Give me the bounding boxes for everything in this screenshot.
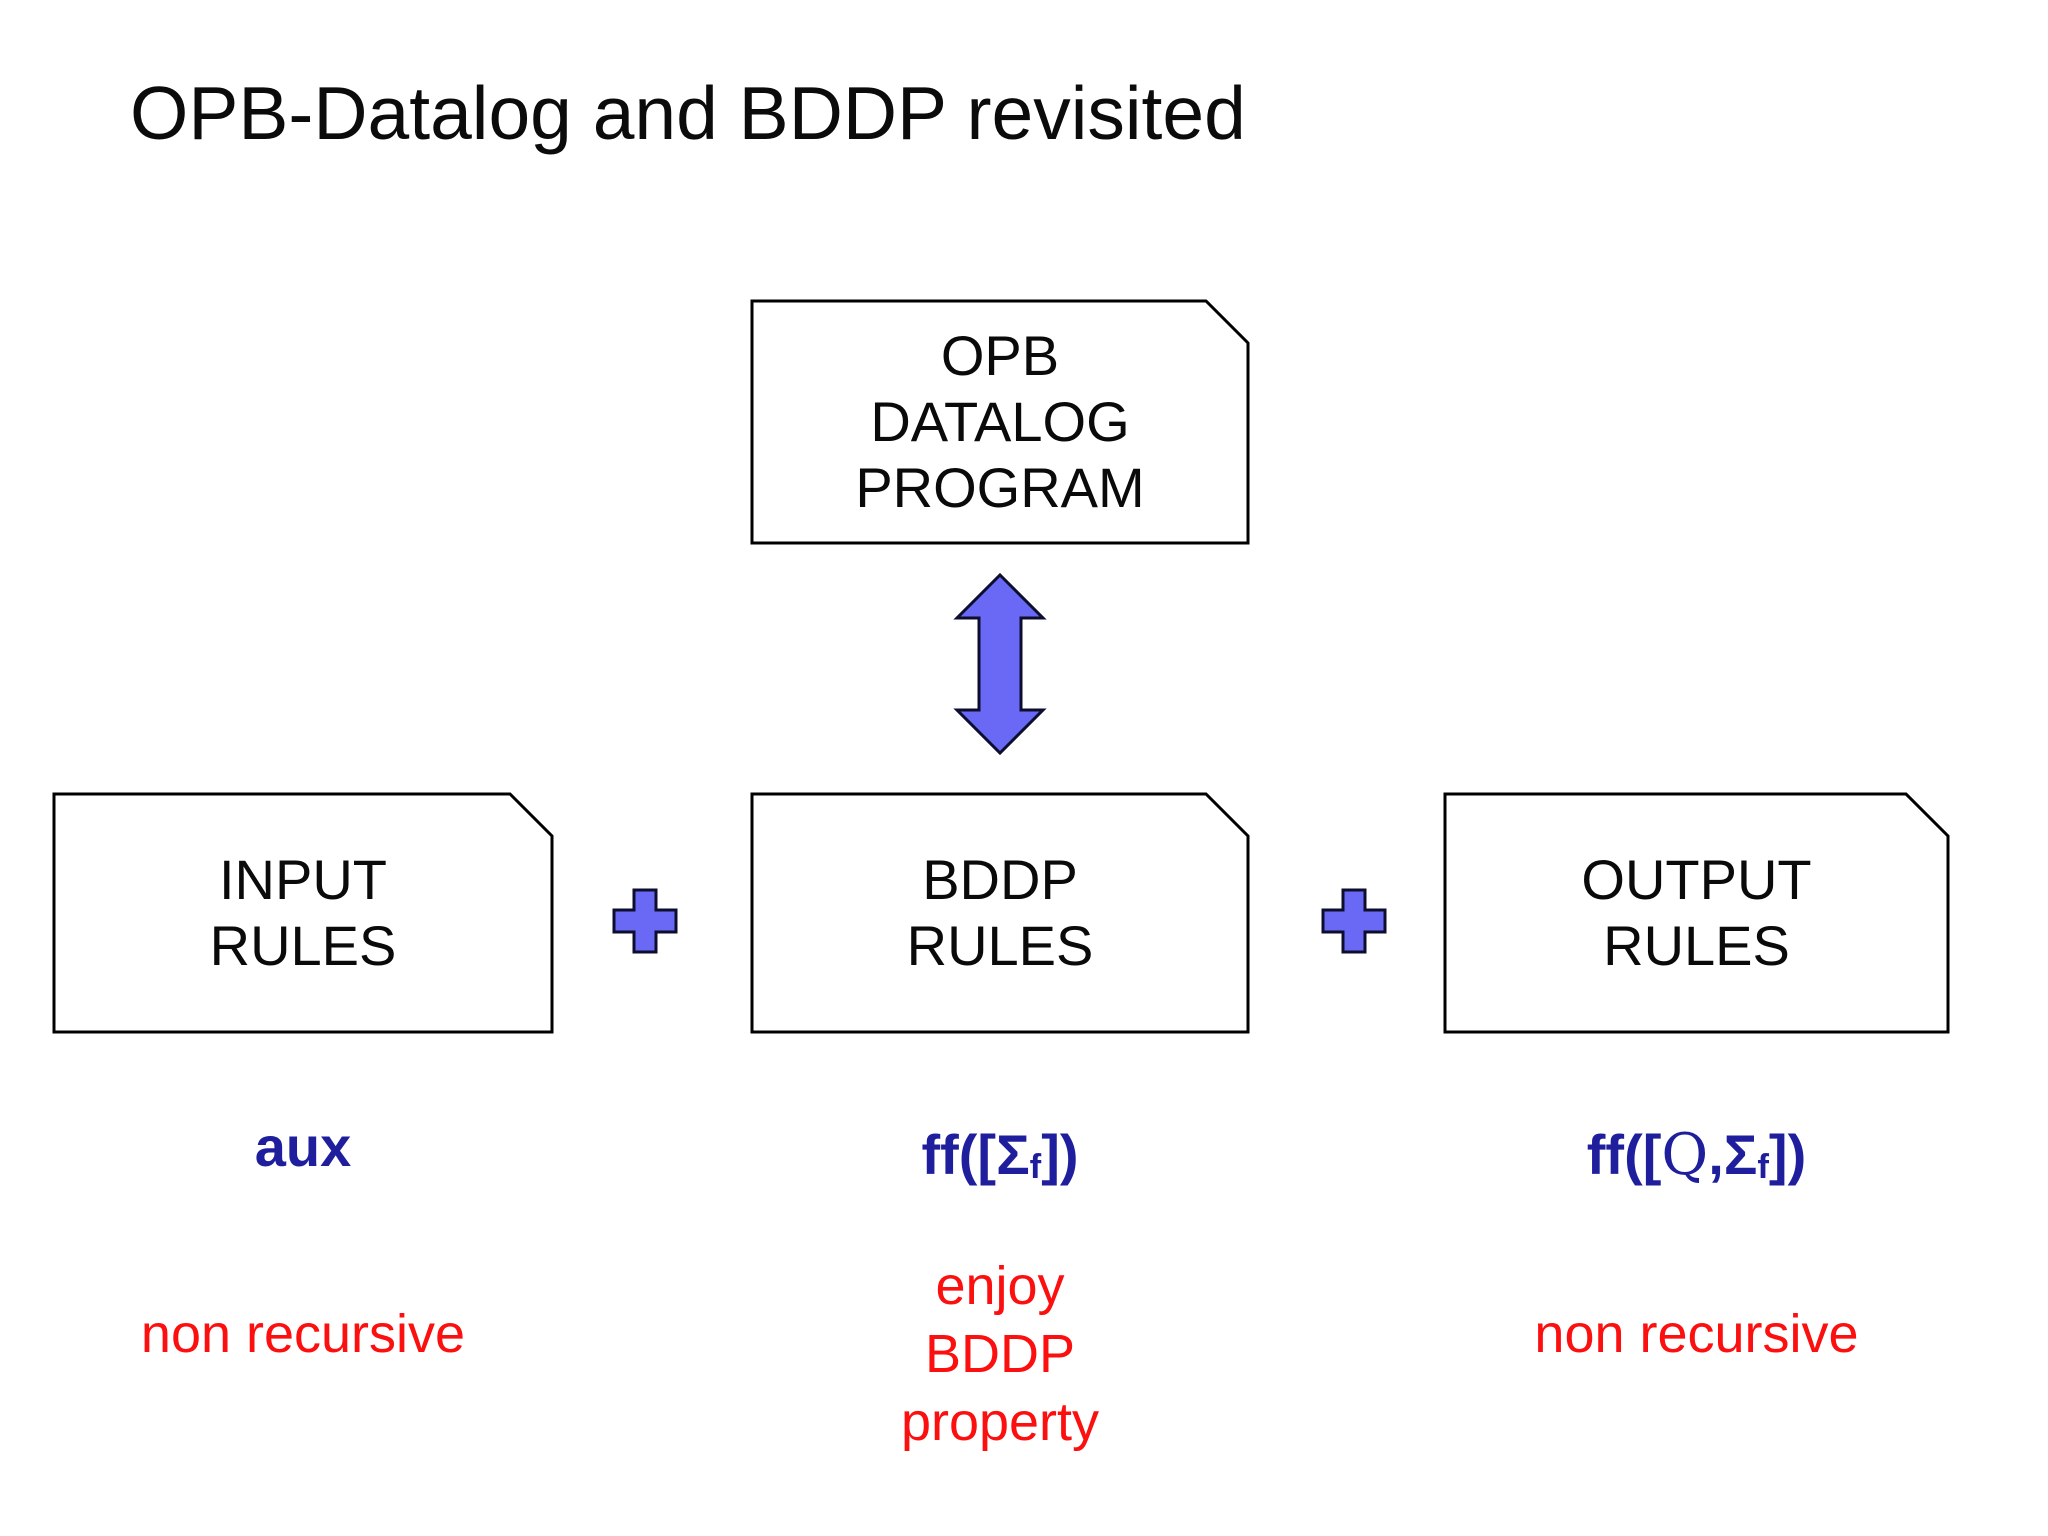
input-formula-label: aux — [254, 1115, 352, 1178]
input-note: non recursive — [140, 1304, 466, 1364]
output-note: non recursive — [1534, 1304, 1859, 1364]
notched-box-shape — [1443, 792, 1950, 1034]
output-formula-label: ff([Q,Σf]) — [1586, 1122, 1807, 1188]
bddp-formula-label: ff([Σf]) — [921, 1123, 1079, 1187]
bddp-note: enjoy BDDP property — [900, 1256, 1100, 1452]
sigma-symbol: Σ — [996, 1123, 1030, 1186]
notched-box-shape — [52, 792, 554, 1034]
plus-icon — [1319, 886, 1389, 956]
page-title: OPB-Datalog and BDDP revisited — [130, 71, 1246, 155]
plus-icon — [610, 886, 680, 956]
notched-box-shape — [750, 299, 1250, 545]
output-rules-box: OUTPUT RULES — [1443, 792, 1950, 1034]
input-rules-box: INPUT RULES — [52, 792, 554, 1034]
q-symbol: Q — [1661, 1122, 1709, 1188]
notched-box-shape — [750, 792, 1250, 1034]
opb-datalog-program-label: OPB DATALOG PROGRAM — [855, 324, 1145, 519]
sigma-symbol: Σ — [1723, 1123, 1758, 1186]
opb-datalog-program-box: OPB DATALOG PROGRAM — [750, 299, 1250, 545]
output-rules-label: OUTPUT RULES — [1581, 848, 1812, 977]
input-rules-label: INPUT RULES — [209, 848, 397, 977]
bddp-rules-box: BDDP RULES — [750, 792, 1250, 1034]
bddp-rules-label: BDDP RULES — [906, 848, 1094, 977]
vertical-double-arrow-icon — [950, 570, 1050, 760]
